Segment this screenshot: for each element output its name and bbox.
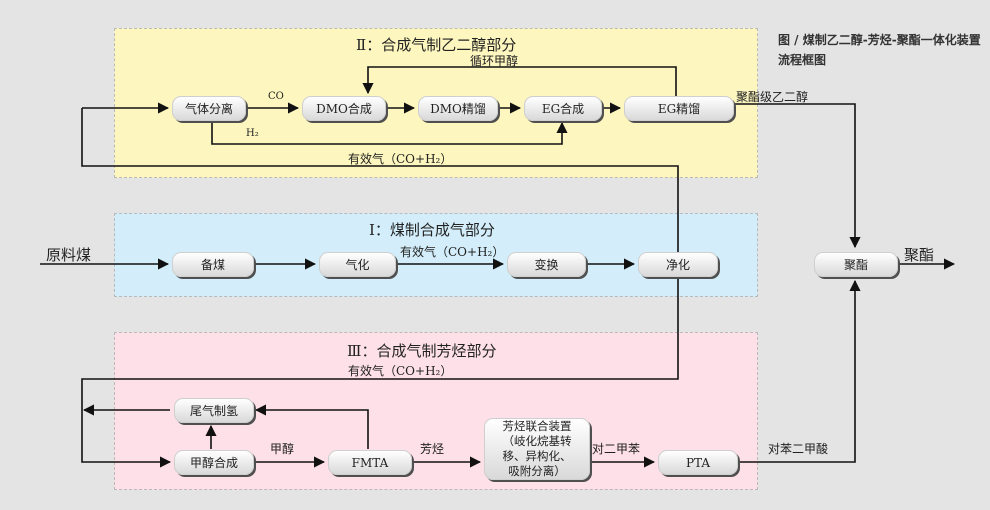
node-tailgas-hydrogen: 尾气制氢 bbox=[174, 398, 254, 423]
label-effective-gas-mid: 有效气（CO+H₂） bbox=[400, 245, 505, 259]
node-aromatics-complex: 芳烃联合装置 （岐化烷基转 移、异构化、 吸附分离） bbox=[484, 418, 590, 480]
label-recycle-methanol: 循环甲醇 bbox=[470, 54, 519, 68]
label-effective-gas-bottom: 有效气（CO+H₂） bbox=[348, 364, 453, 378]
arrow-polyester-grade-eg bbox=[734, 103, 861, 249]
line-effective-gas-top bbox=[81, 108, 679, 262]
node-polyester: 聚酯 bbox=[814, 252, 898, 277]
node-pta: PTA bbox=[658, 450, 738, 475]
node-dmo-synthesis: DMO合成 bbox=[302, 96, 386, 121]
label-methanol: 甲醇 bbox=[270, 442, 295, 456]
node-eg-distillation: EG精馏 bbox=[624, 96, 734, 121]
label-co: CO bbox=[268, 91, 284, 102]
arrow-pta-to-polyester bbox=[738, 279, 861, 463]
node-methanol-synthesis: 甲醇合成 bbox=[174, 450, 254, 475]
label-effective-gas-top: 有效气（CO+H₂） bbox=[348, 152, 453, 166]
node-gas-separation: 气体分离 bbox=[172, 96, 246, 121]
node-coal-preparation: 备煤 bbox=[172, 252, 254, 277]
zone-title-coal-to-syngas: Ⅰ：煤制合成气部分 bbox=[369, 221, 495, 239]
node-eg-synthesis: EG合成 bbox=[524, 96, 602, 121]
node-dmo-distillation: DMO精馏 bbox=[418, 96, 498, 121]
label-polyester-output: 聚酯 bbox=[904, 246, 935, 264]
label-polyester-grade-eg: 聚酯级乙二醇 bbox=[736, 90, 809, 104]
label-paraxylene: 对二甲苯 bbox=[592, 442, 641, 456]
label-aromatics: 芳烃 bbox=[420, 442, 445, 456]
line-effective-gas-bottom bbox=[81, 278, 679, 468]
label-h2: H₂ bbox=[246, 128, 259, 139]
node-fmta: FMTA bbox=[328, 450, 412, 475]
node-purification: 净化 bbox=[638, 252, 718, 277]
figure-caption: 图 / 煤制乙二醇-芳烃-聚酯一体化装置流程框图 bbox=[778, 33, 981, 67]
label-terephthalic-acid: 对苯二甲酸 bbox=[768, 442, 829, 456]
label-raw-coal: 原料煤 bbox=[46, 246, 92, 264]
zone-title-ethylene-glycol: Ⅱ：合成气制乙二醇部分 bbox=[356, 36, 517, 54]
arrow-h2-to-eg bbox=[211, 121, 568, 145]
node-shift: 变换 bbox=[507, 252, 586, 277]
zone-title-syngas-to-aromatics: Ⅲ：合成气制芳烃部分 bbox=[347, 342, 497, 360]
arrow-recycle-methanol bbox=[362, 66, 677, 96]
node-gasification: 气化 bbox=[319, 252, 396, 277]
arrow-fmta-to-tailgas bbox=[254, 404, 369, 449]
